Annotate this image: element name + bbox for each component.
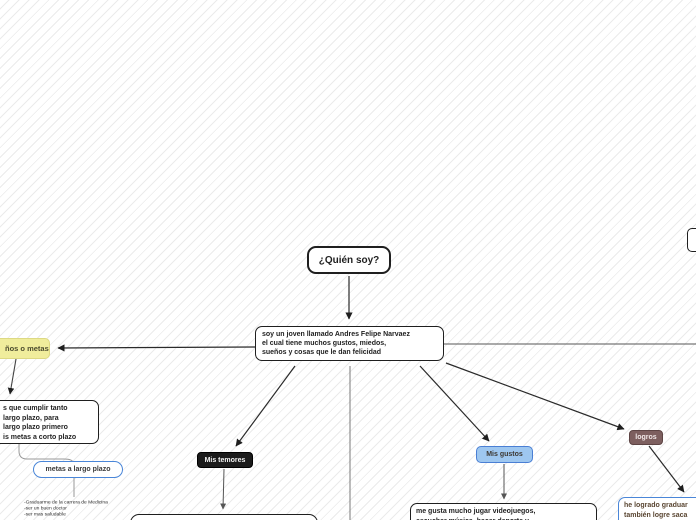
connector-description-to-achievements (445, 362, 625, 431)
connector-dreams-to-goals (7, 358, 17, 395)
node-suenos-o-metas-label: ños o metas (5, 344, 49, 353)
connector-description-to-dreams (57, 344, 256, 352)
node-achievements-detail[interactable]: he logrado graduar también logre saca (618, 497, 696, 520)
node-mis-gustos-label: Mis gustos (486, 451, 523, 458)
achievements-detail-line-1: he logrado graduar (624, 502, 688, 509)
node-fears-detail[interactable] (130, 514, 318, 520)
node-description[interactable]: soy un joven llamado Andres Felipe Narva… (255, 326, 444, 361)
goals-line-4: is metas a corto plazo (3, 433, 77, 441)
connector-fears-to-detail (220, 468, 227, 510)
goals-line-3: largo plazo primero (3, 424, 68, 431)
node-suenos-o-metas[interactable]: ños o metas (0, 338, 50, 359)
goals-line-1: s que cumplir tanto (3, 405, 68, 412)
connector-goals-to-longterm (18, 444, 74, 464)
node-metas-largo-plazo[interactable]: metas a largo plazo (33, 461, 123, 478)
node-likes-detail[interactable]: me gusta mucho jugar videojuegos, escuch… (410, 503, 597, 520)
node-right-edge-stub[interactable] (687, 228, 696, 252)
node-mis-temores[interactable]: Mis temores (197, 452, 253, 468)
description-line-2: el cual tiene muchos gustos, miedos, (262, 340, 387, 347)
node-goals-text[interactable]: s que cumplir tanto largo plazo, para la… (0, 400, 99, 444)
description-line-3: sueños y cosas que le dan felicidad (262, 349, 382, 356)
node-mis-temores-label: Mis temores (204, 456, 246, 464)
connector-description-to-likes (419, 365, 490, 442)
connector-achievements-to-detail (648, 445, 685, 493)
node-logros-label: logros (635, 434, 657, 441)
long-term-item-3: -ser mas saludable (24, 511, 66, 517)
node-logros[interactable]: logros (629, 430, 663, 445)
likes-detail-line-2: escuchar música, hacer deporte y (416, 517, 591, 520)
long-term-item-2: -ser un buen doctor (24, 505, 67, 511)
node-quien-soy-label: ¿Quién soy? (318, 254, 380, 266)
node-quien-soy[interactable]: ¿Quién soy? (307, 246, 391, 274)
long-term-item-1: -Graduarme de la carrera de Medicina (24, 499, 108, 505)
likes-detail-line-1: me gusta mucho jugar videojuegos, (416, 508, 536, 515)
goals-line-2: largo plazo, para (3, 414, 59, 422)
description-line-1: soy un joven llamado Andres Felipe Narva… (262, 331, 410, 338)
node-metas-largo-plazo-label: metas a largo plazo (45, 466, 111, 473)
node-mis-gustos[interactable]: Mis gustos (476, 446, 533, 463)
connector-description-to-fears (235, 365, 296, 447)
achievements-detail-line-2: también logre saca (624, 511, 688, 519)
long-term-items-list[interactable]: -Graduarme de la carrera de Medicina -se… (24, 499, 108, 517)
